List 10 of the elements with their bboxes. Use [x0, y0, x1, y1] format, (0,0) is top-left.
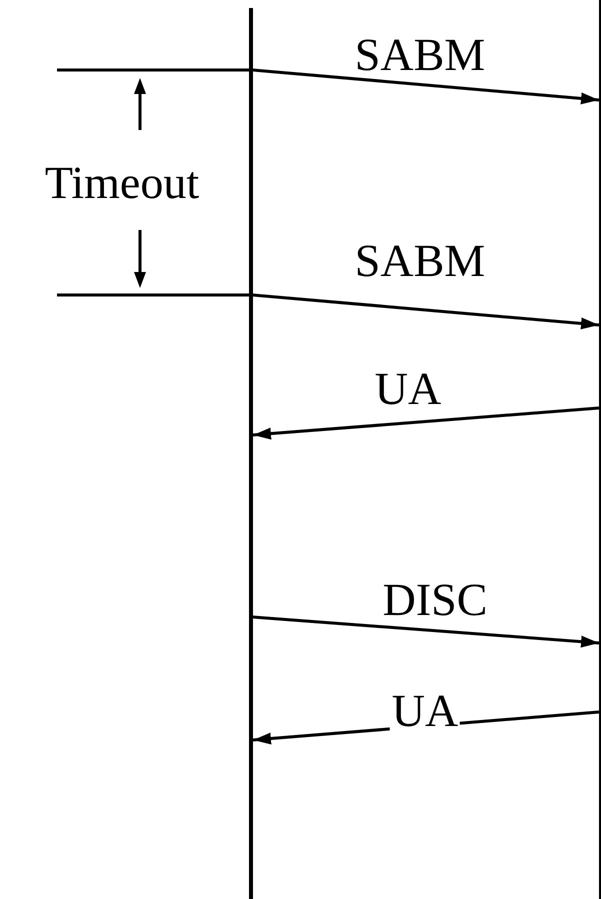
lifeline — [599, 0, 601, 899]
lifeline — [249, 8, 253, 899]
arrow — [252, 294, 600, 330]
edge-label: DISC — [382, 577, 488, 623]
edge-label: SABM — [354, 32, 486, 78]
edge-label: SABM — [354, 238, 486, 284]
edge-label: UA — [374, 366, 442, 412]
arrow — [252, 616, 600, 648]
arrow — [252, 68, 600, 104]
arrow — [252, 406, 600, 440]
